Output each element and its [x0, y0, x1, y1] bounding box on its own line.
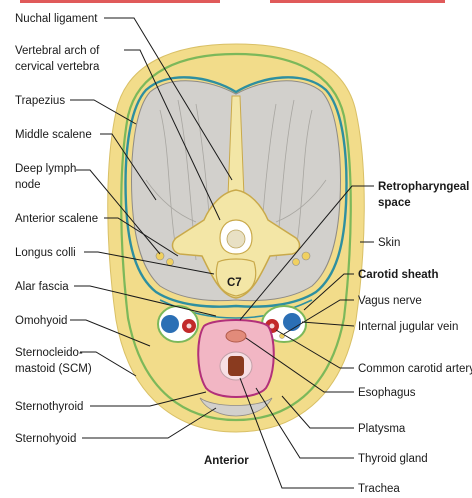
label-anterior-scalene: Anterior scalene [15, 213, 98, 225]
label-internal-jugular-vein: Internal jugular vein [358, 321, 458, 333]
label-middle-scalene: Middle scalene [15, 129, 92, 141]
label-deep-lymph-2: node [15, 179, 41, 191]
label-alar-fascia: Alar fascia [15, 281, 69, 293]
label-omohyoid: Omohyoid [15, 315, 67, 327]
label-nuchal-ligament: Nuchal ligament [15, 13, 98, 25]
esophagus [226, 330, 246, 342]
spinal-cord [227, 230, 245, 248]
carotid-artery-lumen-right [270, 324, 275, 329]
label-retropharyngeal-2: space [378, 197, 411, 209]
label-retropharyngeal-1: Retropharyngeal [378, 181, 469, 193]
label-esophagus: Esophagus [358, 387, 416, 399]
label-deep-lymph-1: Deep lymph [15, 163, 76, 175]
label-longus-colli: Longus colli [15, 247, 76, 259]
label-scm-2: mastoid (SCM) [15, 363, 92, 375]
label-skin: Skin [378, 237, 400, 249]
label-vagus-nerve: Vagus nerve [358, 295, 422, 307]
label-vertebral-arch-2: cervical vertebra [15, 61, 100, 73]
internal-jugular-vein-right [283, 313, 301, 331]
trachea-lumen [228, 356, 244, 376]
label-common-carotid-artery: Common carotid artery [358, 363, 472, 375]
label-thyroid-gland: Thyroid gland [358, 453, 428, 465]
label-carotid-sheath: Carotid sheath [358, 269, 439, 281]
label-trachea: Trachea [358, 483, 400, 495]
internal-jugular-vein-left [161, 315, 179, 333]
label-vertebral-arch-1: Vertebral arch of [15, 45, 100, 57]
label-trapezius: Trapezius [15, 95, 65, 107]
anterior-label: Anterior [204, 455, 249, 467]
label-sternohyoid: Sternohyoid [15, 433, 76, 445]
label-scm-1: Sternocleido- [15, 347, 83, 359]
carotid-artery-lumen-left [187, 324, 192, 329]
vertebra-label: C7 [227, 277, 242, 289]
label-platysma: Platysma [358, 423, 406, 435]
label-sternothyroid: Sternothyroid [15, 401, 83, 413]
